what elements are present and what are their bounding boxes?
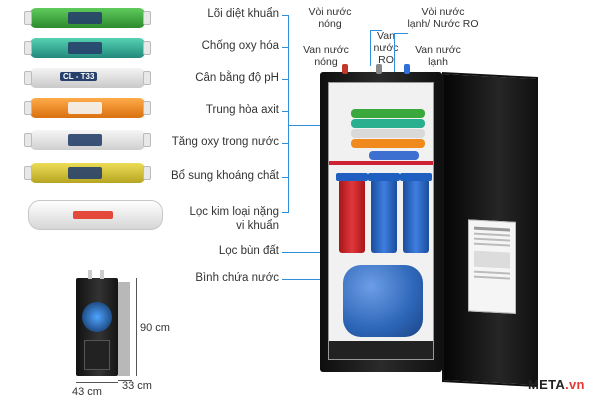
ro-tap [376, 64, 382, 74]
meta-logo: META.vn [528, 377, 585, 392]
label-neutralize-acid: Trung hòa axit [205, 104, 279, 116]
label-antioxidant: Chống oxy hóa [201, 40, 279, 52]
dimension-depth: 33 cm [122, 380, 152, 392]
blue-filter-housing-2 [400, 173, 432, 253]
filter-cartridge-1 [24, 8, 151, 28]
blue-filter-housing-1 [368, 173, 400, 253]
label-heavy-metal-line2: vi khuẩn [236, 220, 279, 232]
label-antibacterial: Lõi diệt khuẩn [207, 8, 279, 20]
label-sediment: Lọc bùn đất [218, 245, 279, 257]
filter-cartridge-5 [24, 130, 151, 150]
dimension-width: 43 cm [72, 386, 102, 398]
connector-vertical [288, 15, 289, 212]
cartridge-3-code: CL - T33 [60, 72, 98, 81]
label-heavy-metal-line1: Lọc kim loại nặng [189, 206, 280, 218]
purifier-side-view [118, 282, 130, 376]
label-ph-balance: Cân bằng độ pH [195, 72, 279, 84]
cabinet-door [442, 72, 538, 388]
water-purifier-cabinet [320, 64, 442, 372]
cabinet-interior [328, 82, 434, 360]
label-tank: Bình chứa nước [195, 272, 279, 284]
filter-cartridge-2 [24, 38, 151, 58]
red-filter-housing [336, 173, 368, 253]
label-mineral: Bổ sung khoáng chất [170, 170, 279, 182]
filter-cartridge-4 [24, 98, 151, 118]
filter-cartridge-3: CL - T33 [24, 68, 151, 88]
purifier-front-view [76, 270, 118, 376]
water-storage-tank [343, 265, 423, 337]
label-oxygen-boost: Tăng oxy trong nước [171, 136, 279, 148]
dimension-height: 90 cm [140, 322, 170, 334]
door-instruction-sheet [468, 219, 516, 314]
hot-tap [342, 64, 348, 74]
filter-cartridge-6 [24, 163, 151, 183]
filter-cartridge-7-uf [28, 200, 163, 230]
cold-tap [404, 64, 410, 74]
